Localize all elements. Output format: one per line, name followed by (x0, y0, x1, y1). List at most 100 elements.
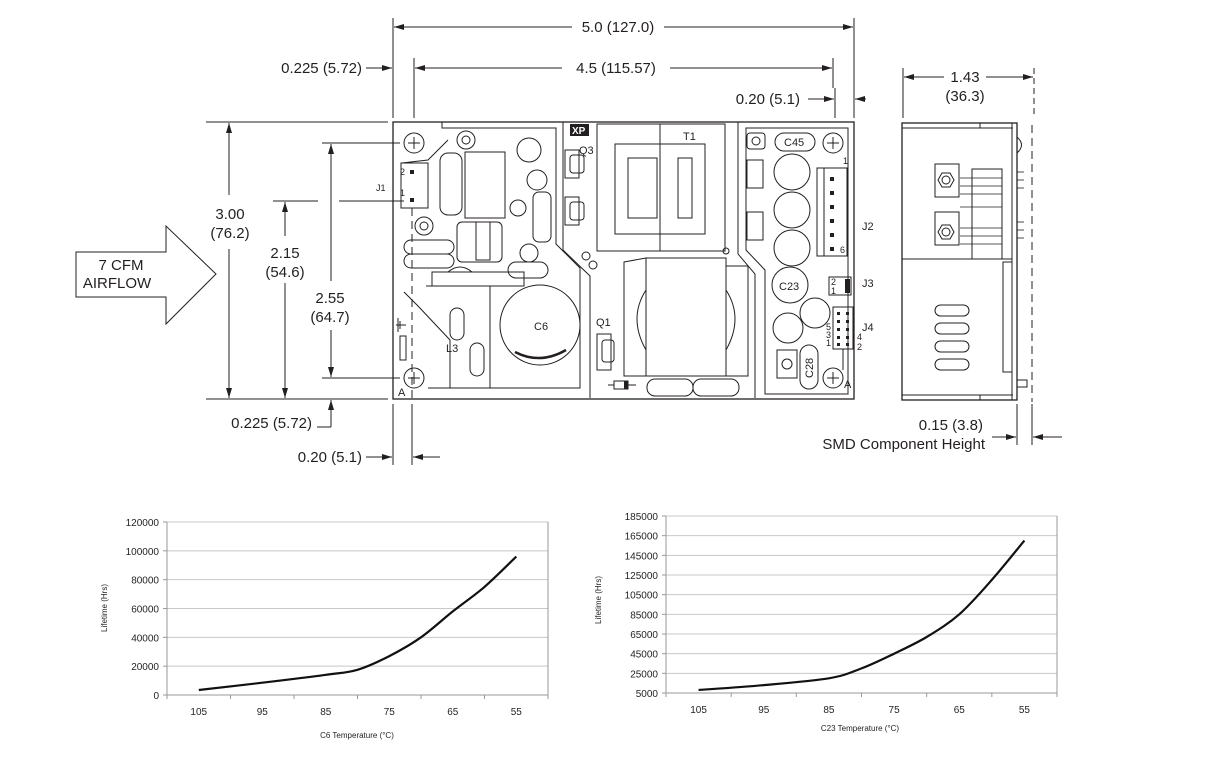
chart-c23-y-axis-label: Lifetime (Hrs) (594, 576, 603, 624)
dimension-right-offset: 0.20 (5.1) (736, 88, 866, 118)
overall-width-label: 5.0 (127.0) (582, 19, 655, 36)
transistor-q3-label: Q3 (579, 145, 594, 157)
j4-pin4: 4 (857, 332, 862, 342)
chart-c6-y-tick-label: 20000 (131, 662, 159, 673)
connector-j4-label: J4 (862, 322, 874, 334)
smd-height-value: 0.15 (3.8) (919, 417, 983, 434)
j1-height-inches: 2.15 (270, 245, 299, 262)
left-offset-bottom-label: 0.20 (5.1) (298, 449, 362, 466)
dimension-left-offset-top: 0.225 (5.72) (281, 60, 392, 77)
left-offset-top-label: 0.225 (5.72) (281, 60, 362, 77)
capacitor-c6-label: C6 (534, 321, 548, 333)
j4-pin1: 1 (826, 338, 831, 348)
j4-pin3: 3 (826, 330, 831, 340)
connector-j4: 5 3 1 4 2 J4 (826, 306, 874, 370)
chart-c23-x-tick-label: 65 (954, 705, 966, 716)
chart-c6-x-tick-label: 55 (511, 707, 523, 718)
chart-c23-y-ticks: 5000250004500065000850001050001250001450… (625, 512, 666, 700)
height-inches: 3.00 (215, 206, 244, 223)
chart-c6-y-tick-label: 60000 (131, 605, 159, 616)
chart-c23-y-tick-label: 105000 (625, 591, 659, 602)
chart-c6-x-tick-label: 105 (190, 707, 207, 718)
connector-j2: 1 6 J2 (816, 156, 874, 257)
transistor-q1-label: Q1 (596, 317, 611, 329)
chart-c23-series-line (698, 539, 1026, 692)
pcb-top-view: A A 2 1 J1 L3 (376, 121, 874, 400)
side-view: 1.43 (36.3) (822, 68, 1062, 453)
chart-c23-x-tick-label: 55 (1019, 705, 1031, 716)
chart-c23-y-tick-label: 45000 (630, 650, 658, 661)
chart-c23-x-tick-label: 105 (690, 705, 707, 716)
chart-c23-x-tick-label: 75 (889, 705, 901, 716)
dimension-hole-spacing-width: 4.5 (115.57) (413, 58, 834, 118)
chart-c23-y-tick-label: 65000 (630, 630, 658, 641)
chart-c6-y-tick-label: 40000 (131, 633, 159, 644)
mount-label-a-left: A (398, 387, 406, 399)
chart-c6-y-axis-label: Lifetime (Hrs) (100, 584, 109, 632)
chart-c23-y-tick-label: 85000 (630, 610, 658, 621)
hole-spacing-height-mm: (64.7) (310, 309, 349, 326)
chart-c6-y-tick-label: 0 (153, 691, 159, 702)
airflow-line1: 7 CFM (99, 257, 144, 274)
xp-logo: XP (570, 124, 589, 137)
chart-c6-y-ticks: 0 20000 40000 60000 80000 100000 120000 (126, 518, 167, 702)
capacitor-c28-label: C28 (804, 358, 816, 378)
chart-c23-y-tick-label: 125000 (625, 571, 659, 582)
transistor-q1: Q1 (596, 317, 615, 371)
j1-height-mm: (54.6) (265, 264, 304, 281)
capacitor-c45: C45 (774, 132, 816, 152)
capacitor-c28: C28 (799, 344, 819, 390)
dimension-overall-height: 3.00 (76.2) (206, 121, 388, 400)
j1-label: J1 (376, 183, 386, 193)
connector-j1: 2 1 J1 (376, 162, 429, 209)
j3-pin1: 1 (831, 286, 836, 296)
chart-c6-y-tick-label: 100000 (126, 547, 160, 558)
height-mm: (76.2) (210, 225, 249, 242)
capacitor-c23-label: C23 (779, 281, 799, 293)
capacitor-c23: C23 (771, 266, 809, 304)
connector-j3-label: J3 (862, 278, 874, 290)
side-depth-mm: (36.3) (945, 88, 984, 105)
j1-pin1: 1 (400, 188, 405, 198)
chart-c6-y-tick-label: 80000 (131, 576, 159, 587)
hole-spacing-height-inches: 2.55 (315, 290, 344, 307)
hole-spacing-width-label: 4.5 (115.57) (576, 60, 656, 77)
dimension-hole-spacing-height: 2.55 (64.7) (310, 142, 400, 379)
j2-pin6: 6 (840, 245, 845, 255)
side-depth-inches: 1.43 (950, 69, 979, 86)
chart-c6-x-tick-label: 65 (447, 707, 459, 718)
j4-pin5: 5 (826, 322, 831, 332)
right-offset-label: 0.20 (5.1) (736, 91, 800, 108)
mounting-hole-top-left (403, 132, 425, 154)
mounting-hole-bottom-right (822, 367, 844, 389)
j1-pin2: 2 (400, 167, 405, 177)
inductor-l3-label: L3 (446, 343, 458, 355)
chart-c23-y-tick-label: 145000 (625, 551, 659, 562)
smd-height-label: SMD Component Height (822, 436, 985, 453)
chart-c23-x-tick-label: 85 (823, 705, 835, 716)
diode (608, 380, 636, 390)
chart-c6-x-tick-label: 85 (320, 707, 332, 718)
transformer-t1-label: T1 (683, 131, 696, 143)
j2-pin1: 1 (843, 156, 848, 166)
j4-pin2: 2 (857, 342, 862, 352)
airflow-arrow: 7 CFM AIRFLOW (75, 224, 217, 326)
chart-c23-lifetime: 5000250004500065000850001050001250001450… (594, 512, 1058, 733)
transformer-t1: T1 (596, 123, 730, 255)
transformer-main (623, 257, 749, 397)
chart-c23-y-tick-label: 5000 (636, 689, 659, 700)
chart-c23-y-tick-label: 165000 (625, 532, 659, 543)
j3-pin2: 2 (831, 277, 836, 287)
mounting-hole-bottom-left (403, 208, 425, 400)
dimension-left-offset-bottom: 0.20 (5.1) (298, 404, 440, 466)
capacitor-c6: C6 (499, 284, 581, 366)
transistor-q3: Q3 (564, 145, 594, 226)
chart-c23-y-tick-label: 185000 (625, 512, 659, 523)
chart-c23-gridlines (665, 515, 1058, 694)
chart-c6-series-line (198, 555, 518, 692)
airflow-line2: AIRFLOW (83, 275, 152, 292)
chart-c23-x-axis-label: C23 Temperature (°C) (821, 724, 900, 733)
chart-c6-y-tick-label: 120000 (126, 518, 160, 529)
